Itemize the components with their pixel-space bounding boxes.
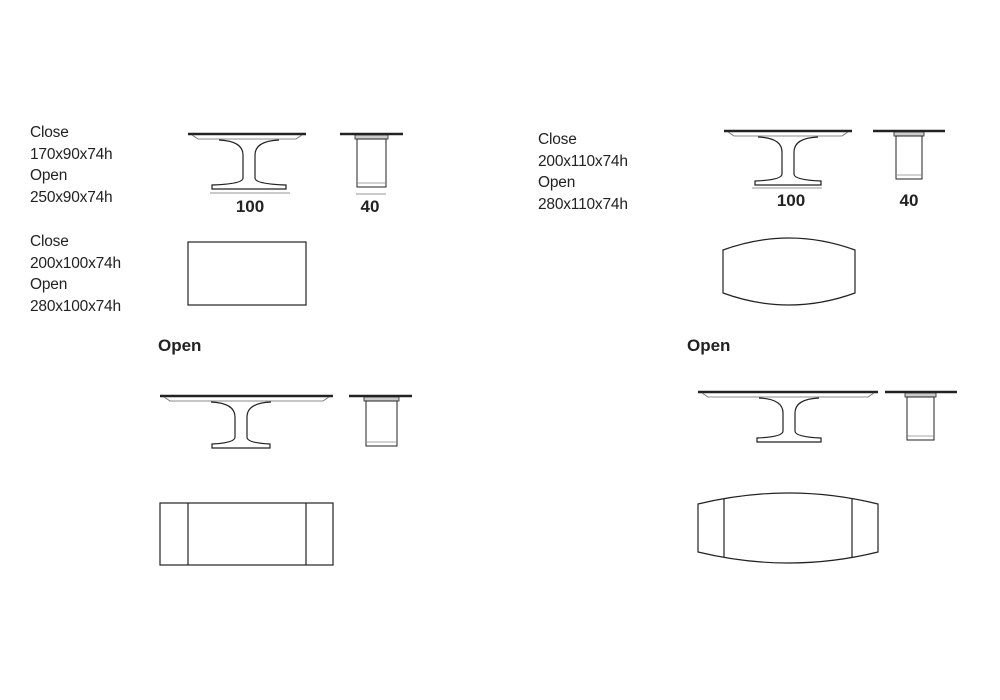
pedestal-end	[365, 400, 398, 447]
top-bracket	[904, 392, 937, 398]
open-heading-left: Open	[158, 336, 202, 355]
top-apron	[701, 392, 875, 398]
plan-view-rectangular-closed	[187, 241, 307, 306]
side-view-closed-left	[188, 132, 306, 190]
end-view-open-left	[349, 394, 412, 447]
open-size: 250x90x74h	[30, 188, 113, 206]
spec-left-1: Close 170x90x74h Open 250x90x74h	[30, 122, 113, 208]
pedestal-base	[756, 397, 822, 443]
open-size: 280x110x74h	[538, 195, 628, 213]
close-size: 200x110x74h	[538, 152, 628, 170]
top-bracket	[893, 131, 925, 137]
top-apron	[163, 396, 330, 402]
spec-right: Close 200x110x74h Open 280x110x74h	[538, 129, 628, 215]
pedestal-base	[211, 139, 287, 190]
dimension-width-right: 40	[899, 191, 919, 210]
close-label: Close	[30, 233, 69, 250]
top-bracket	[363, 396, 400, 402]
close-size: 170x90x74h	[30, 145, 113, 163]
pedestal-end	[895, 135, 923, 180]
side-view-closed-right	[724, 129, 852, 186]
open-label: Open	[538, 174, 576, 191]
pedestal-base	[754, 136, 822, 186]
side-view-open-left	[160, 394, 333, 449]
top-apron	[727, 131, 849, 137]
open-label: Open	[30, 276, 68, 293]
end-view-closed-right	[873, 129, 945, 180]
open-size: 280x100x74h	[30, 297, 121, 315]
plan-view-barrel-closed	[722, 237, 856, 306]
dimension-length-right: 100	[776, 191, 806, 210]
pedestal-end	[356, 138, 387, 188]
plan-view-barrel-open	[697, 492, 879, 564]
top-apron	[191, 134, 303, 140]
top-bracket	[354, 134, 389, 140]
side-view-open-right	[698, 390, 878, 443]
dimension-length-left: 100	[235, 197, 265, 216]
pedestal-end	[906, 396, 935, 441]
dimension-width-left: 40	[360, 197, 380, 216]
end-view-closed-left	[340, 132, 403, 188]
close-label: Close	[30, 124, 69, 141]
plan-view-rectangular-open	[159, 502, 334, 566]
close-size: 200x100x74h	[30, 254, 121, 272]
spec-left-2: Close 200x100x74h Open 280x100x74h	[30, 231, 121, 317]
close-label: Close	[538, 131, 577, 148]
end-view-open-right	[885, 390, 957, 441]
pedestal-base	[210, 401, 272, 449]
open-heading-right: Open	[687, 336, 731, 355]
open-label: Open	[30, 167, 68, 184]
